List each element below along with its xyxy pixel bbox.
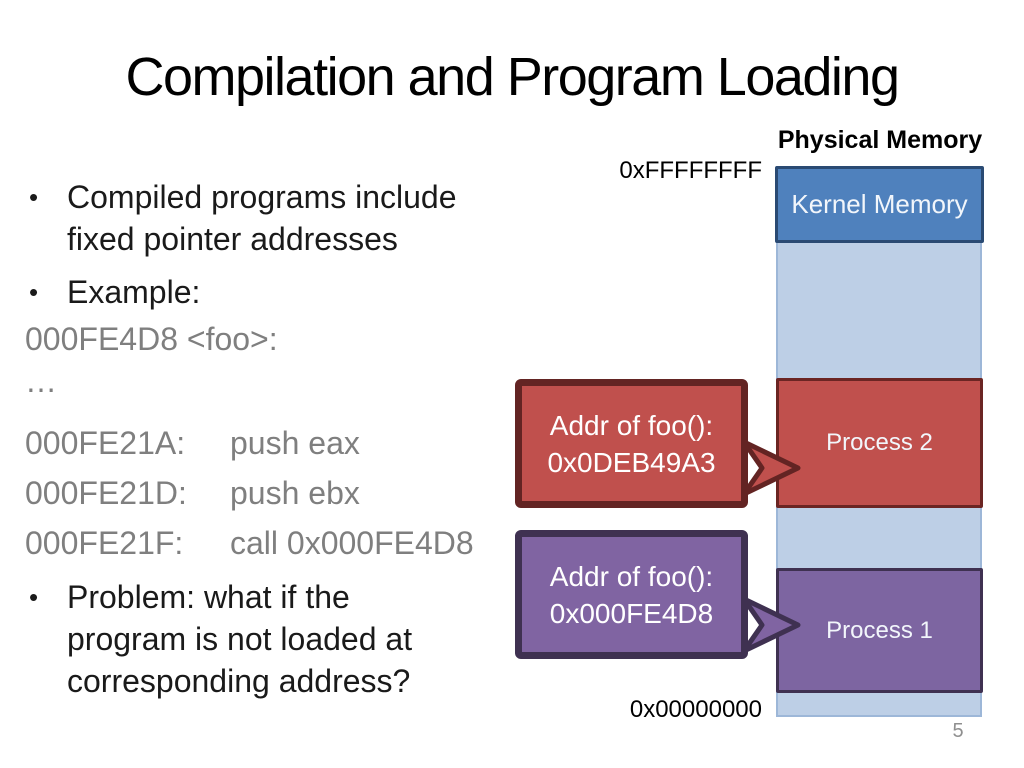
callout-tail-icon bbox=[742, 439, 801, 497]
code-instruction: push eax bbox=[230, 425, 360, 461]
callout-process2: Addr of foo(): 0x0DEB49A3 bbox=[515, 379, 748, 508]
code-address: 000FE21D: bbox=[25, 475, 187, 511]
bullet-text: Compiled programs include fixed pointer … bbox=[67, 176, 457, 260]
memory-bottom-address: 0x00000000 bbox=[629, 696, 762, 723]
block-label: Kernel Memory bbox=[791, 189, 968, 219]
kernel-memory-block: Kernel Memory bbox=[775, 166, 984, 243]
bullet-icon: • bbox=[29, 182, 39, 212]
bullet-icon: • bbox=[29, 277, 39, 307]
bullet-text: Example: bbox=[67, 274, 201, 310]
bullet-item-compiled-programs: • Compiled programs include fixed pointe… bbox=[25, 176, 525, 260]
slide-title: Compilation and Program Loading bbox=[125, 47, 901, 107]
bullet-line: program is not loaded at bbox=[67, 621, 413, 657]
code-line: 000FE21A: push eax bbox=[25, 422, 360, 464]
code-address: 000FE21A: bbox=[25, 425, 186, 461]
code-instruction: push ebx bbox=[230, 475, 360, 511]
memory-heading: Physical Memory bbox=[777, 126, 983, 154]
code-line: 000FE21F: call 0x000FE4D8 bbox=[25, 522, 474, 564]
code-address: 000FE21F: bbox=[25, 525, 184, 561]
callout-line: Addr of foo(): bbox=[549, 409, 714, 441]
callout-line: 0x000FE4D8 bbox=[549, 597, 714, 629]
callout-line: 0x0DEB49A3 bbox=[547, 446, 716, 478]
code-line: 000FE21D: push ebx bbox=[25, 472, 360, 514]
code-instruction: call 0x000FE4D8 bbox=[230, 525, 474, 561]
process1-block: Process 1 bbox=[776, 568, 983, 693]
bullet-text: Problem: what if the program is not load… bbox=[67, 576, 412, 702]
bullet-line: Compiled programs include bbox=[67, 179, 457, 215]
bullet-line: corresponding address? bbox=[67, 663, 411, 699]
bullet-item-example: • Example: bbox=[25, 271, 525, 313]
callout-line: Addr of foo(): bbox=[549, 560, 714, 592]
bullet-line: fixed pointer addresses bbox=[67, 221, 398, 257]
process2-block: Process 2 bbox=[776, 378, 983, 508]
memory-top-address: 0xFFFFFFFF bbox=[619, 157, 762, 184]
page-number: 5 bbox=[952, 720, 964, 742]
callout-tail-icon bbox=[742, 596, 801, 654]
code-line-ellipsis: … bbox=[25, 363, 57, 399]
block-label: Process 1 bbox=[826, 616, 933, 644]
bullet-item-problem: • Problem: what if the program is not lo… bbox=[25, 576, 545, 702]
callout-process1: Addr of foo(): 0x000FE4D8 bbox=[515, 530, 748, 659]
bullet-icon: • bbox=[29, 582, 39, 612]
code-line-foo-label: 000FE4D8 <foo>: bbox=[25, 321, 278, 357]
block-label: Process 2 bbox=[826, 429, 933, 456]
bullet-line: Problem: what if the bbox=[67, 579, 350, 615]
